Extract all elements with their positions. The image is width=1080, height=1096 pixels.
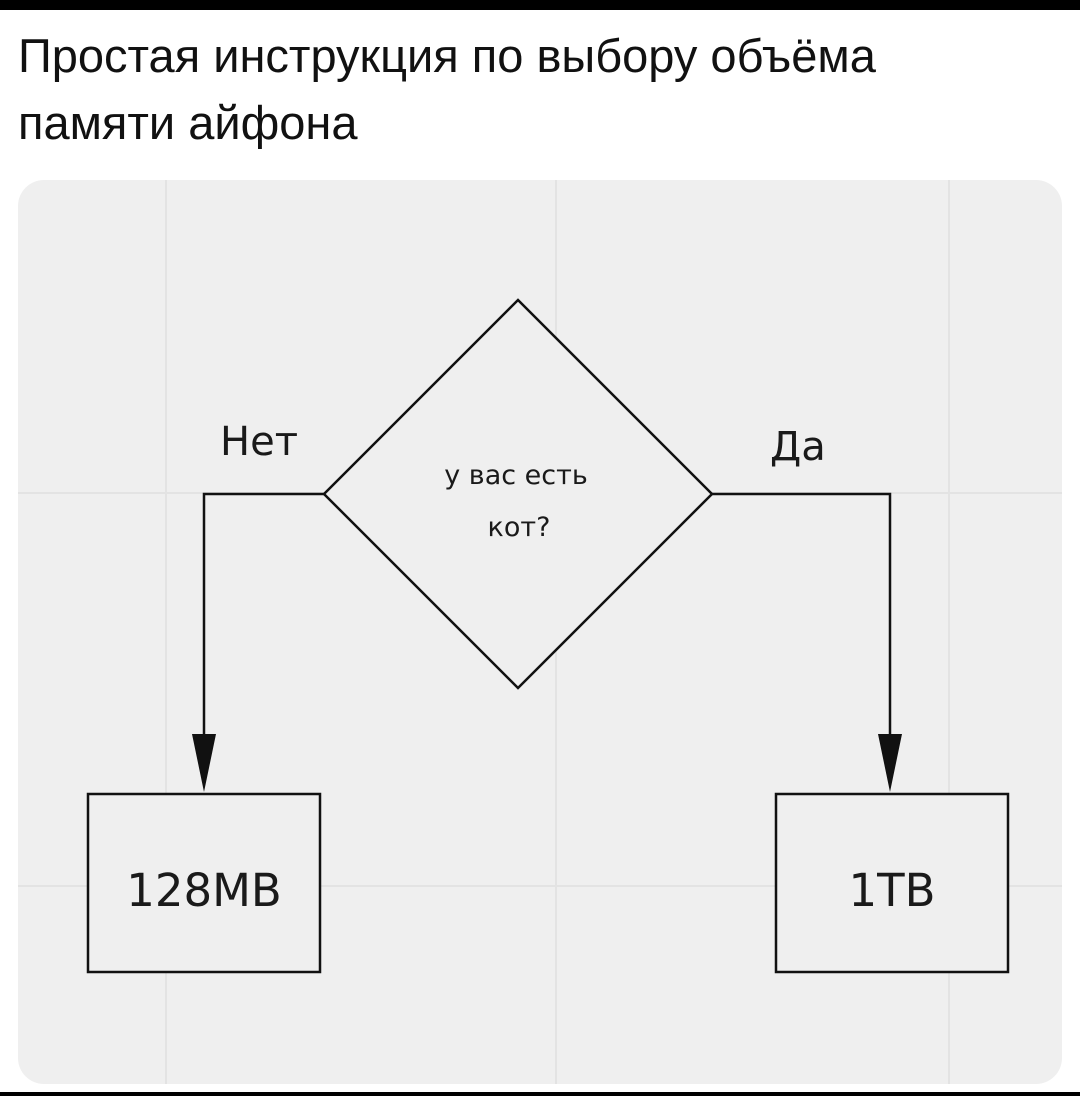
- no-connector-line: [202, 492, 324, 740]
- decision-diamond: [322, 298, 714, 690]
- decision-text-line-2: кот?: [488, 512, 551, 543]
- title-line-2: памяти айфона: [18, 96, 358, 149]
- bottom-border: [0, 1092, 1080, 1096]
- no-arrowhead: [192, 734, 216, 792]
- grid-line: [165, 180, 167, 1084]
- title-line-1: Простая инструкция по выбору объёма: [18, 29, 876, 82]
- yes-connector-line: [712, 492, 892, 740]
- decision-text-line-1: у вас есть: [444, 460, 588, 491]
- result-128mb-text: 128MB: [126, 864, 282, 917]
- page-title: Простая инструкция по выбору объёма памя…: [18, 22, 1058, 156]
- yes-label: Да: [770, 424, 826, 470]
- result-box-1tb: [774, 792, 1010, 974]
- result-box-128mb: [86, 792, 322, 974]
- result-1tb-text: 1TB: [849, 864, 936, 917]
- no-label: Нет: [220, 419, 298, 465]
- top-border: [0, 0, 1080, 10]
- grid-line: [948, 180, 950, 1084]
- grid-line: [18, 885, 1062, 887]
- yes-arrowhead: [878, 734, 902, 792]
